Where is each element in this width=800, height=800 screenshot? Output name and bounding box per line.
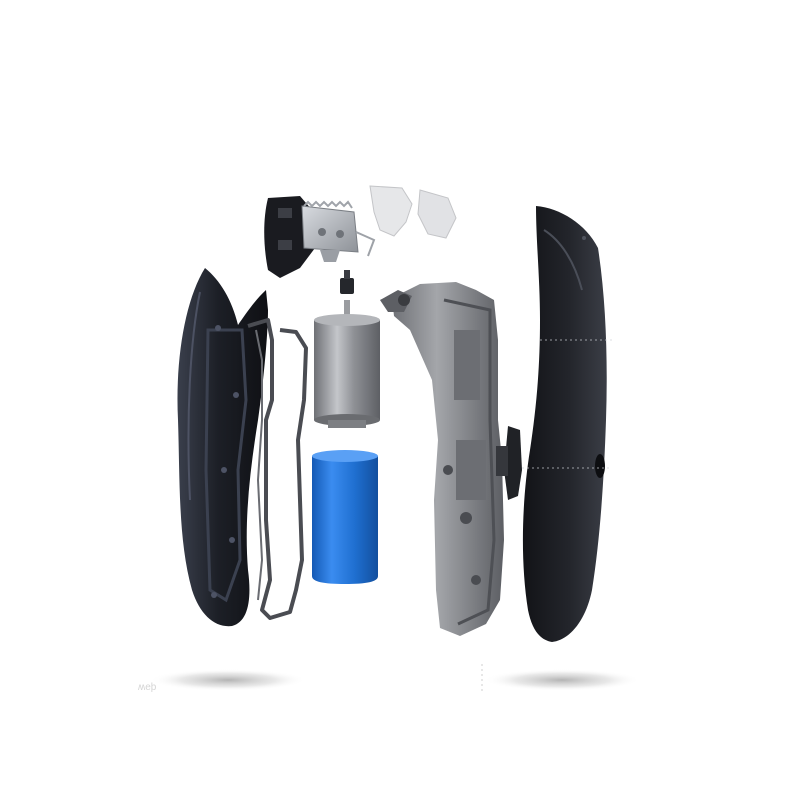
blade-linkage-clip [355, 185, 457, 257]
small-drive-gear [340, 270, 354, 294]
steel-cutting-blade [301, 200, 359, 262]
chassis-frame [247, 318, 308, 620]
right-housing-shell [522, 206, 607, 642]
lithium-battery [312, 450, 378, 584]
right-floor-shadow [484, 669, 640, 691]
left-housing-shell [177, 268, 268, 627]
inner-gray-chassis [380, 282, 504, 636]
faint-watermark: ʍeþ [138, 682, 157, 693]
power-switch [496, 426, 522, 500]
left-floor-shadow [150, 669, 306, 691]
electric-motor [314, 300, 380, 428]
